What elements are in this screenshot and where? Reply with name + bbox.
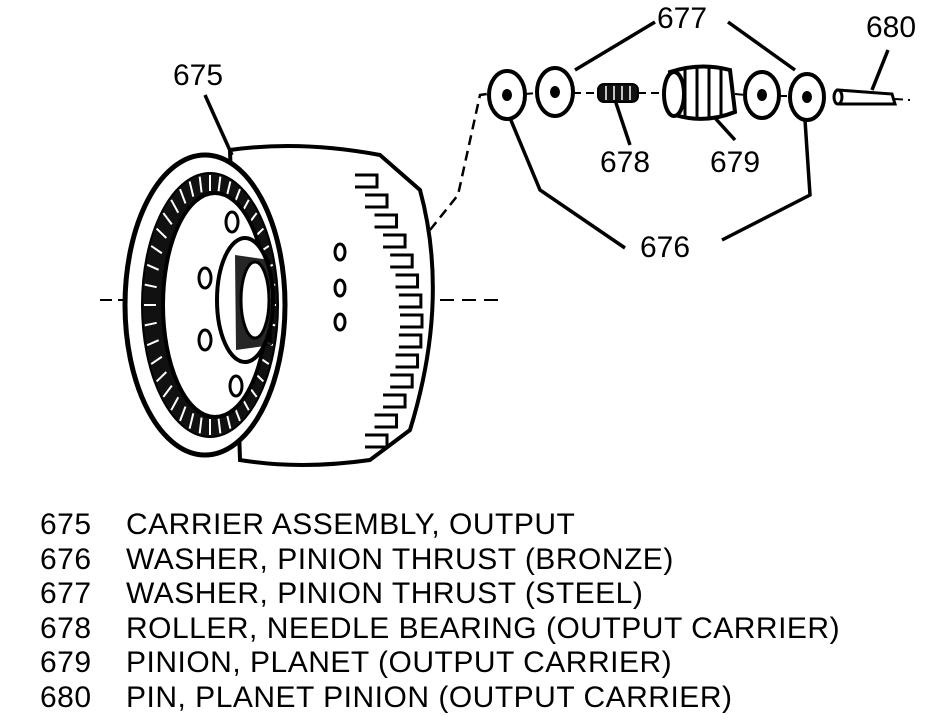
- legend-number: 680: [40, 680, 92, 714]
- drum-spline-tooth: [398, 293, 423, 309]
- internal-gear-tooth: [217, 176, 222, 193]
- drum-spline-tooth: [383, 393, 407, 409]
- drum-spline-tooth: [365, 433, 389, 449]
- legend-number: 676: [40, 542, 92, 576]
- legend-number: 678: [40, 611, 92, 645]
- assembly-path-line: [429, 90, 501, 231]
- legend-row: 679 PINION, PLANET (OUTPUT CARRIER): [40, 646, 930, 681]
- drum-splines: [355, 173, 424, 449]
- internal-gear-tooth: [198, 176, 203, 193]
- carrier-holes: [197, 210, 347, 398]
- drum-spline-tooth: [374, 413, 399, 429]
- exploded-parts-diagram: 675 677 680 678 679 676: [100, 2, 916, 467]
- legend-number: 677: [40, 577, 92, 611]
- internal-gear-tooth: [150, 245, 163, 255]
- internal-gear-tooth: [179, 406, 187, 422]
- legend-row: 675 CARRIER ASSEMBLY, OUTPUT: [40, 508, 930, 543]
- legend-description: ROLLER, NEEDLE BEARING (OUTPUT CARRIER): [126, 611, 841, 645]
- carrier-assembly-675: [122, 144, 435, 467]
- legend-description: PINION, PLANET (OUTPUT CARRIER): [126, 646, 673, 680]
- legend-number: 679: [40, 646, 92, 680]
- internal-gear-tooth: [155, 227, 168, 239]
- internal-gear-tooth: [217, 417, 222, 434]
- washer-676-left: [487, 69, 527, 121]
- internal-gear-tooth: [162, 212, 173, 225]
- callout-680: 680: [866, 11, 916, 44]
- legend-description: PIN, PLANET PINION (OUTPUT CARRIER): [126, 680, 733, 714]
- drum-spline-tooth: [390, 253, 414, 269]
- planet-pinion-679: [662, 64, 738, 121]
- internal-gear-tooth: [179, 188, 187, 204]
- drum-spline-tooth: [365, 193, 389, 209]
- drum-spline-tooth: [395, 353, 420, 369]
- internal-gear-tooth: [150, 355, 163, 365]
- drum-spline-tooth: [374, 213, 399, 229]
- internal-gear-tooth: [170, 396, 180, 411]
- internal-gear-tooth: [144, 321, 157, 327]
- internal-gear-tooth: [162, 385, 173, 398]
- washer-677-right: [743, 70, 781, 120]
- callout-677: 677: [657, 2, 707, 35]
- callout-675: 675: [173, 59, 223, 92]
- legend-row: 678 ROLLER, NEEDLE BEARING (OUTPUT CARRI…: [40, 612, 930, 647]
- internal-gear-tooth: [146, 339, 160, 347]
- legend-row: 676 WASHER, PINION THRUST (BRONZE): [40, 543, 930, 578]
- internal-gear-tooth: [146, 263, 160, 271]
- parts-axis: [524, 92, 911, 101]
- legend-row: 677 WASHER, PINION THRUST (STEEL): [40, 577, 930, 612]
- internal-gear-tooth: [188, 181, 195, 197]
- drum-spline-tooth: [398, 333, 423, 349]
- washer-677-left: [535, 66, 575, 118]
- internal-gear-tooth: [155, 371, 168, 383]
- needle-bearing-678: [597, 83, 639, 103]
- internal-gear-tooth: [188, 413, 195, 429]
- legend-number: 675: [40, 508, 92, 542]
- drum-spline-tooth: [400, 313, 424, 329]
- planet-pin-680: [832, 88, 898, 106]
- legend-row: 680 PIN, PLANET PINION (OUTPUT CARRIER): [40, 681, 930, 716]
- drum-spline-tooth: [383, 233, 407, 249]
- leader-lines: [203, 20, 890, 250]
- legend-description: CARRIER ASSEMBLY, OUTPUT: [126, 508, 576, 542]
- callout-676: 676: [640, 231, 690, 264]
- legend-description: WASHER, PINION THRUST (BRONZE): [126, 542, 674, 576]
- callout-679: 679: [710, 146, 760, 179]
- drum-spline-tooth: [395, 273, 420, 289]
- parts-legend: 675 CARRIER ASSEMBLY, OUTPUT 676 WASHER,…: [40, 508, 930, 715]
- drum-spline-tooth: [390, 373, 414, 389]
- washer-676-right: [788, 72, 826, 122]
- internal-gear-tooth: [170, 199, 180, 214]
- legend-description: WASHER, PINION THRUST (STEEL): [126, 577, 644, 611]
- drum-spline-tooth: [355, 173, 379, 189]
- callout-678: 678: [600, 146, 650, 179]
- internal-gear-tooth: [198, 417, 203, 434]
- internal-gear-tooth: [144, 283, 157, 289]
